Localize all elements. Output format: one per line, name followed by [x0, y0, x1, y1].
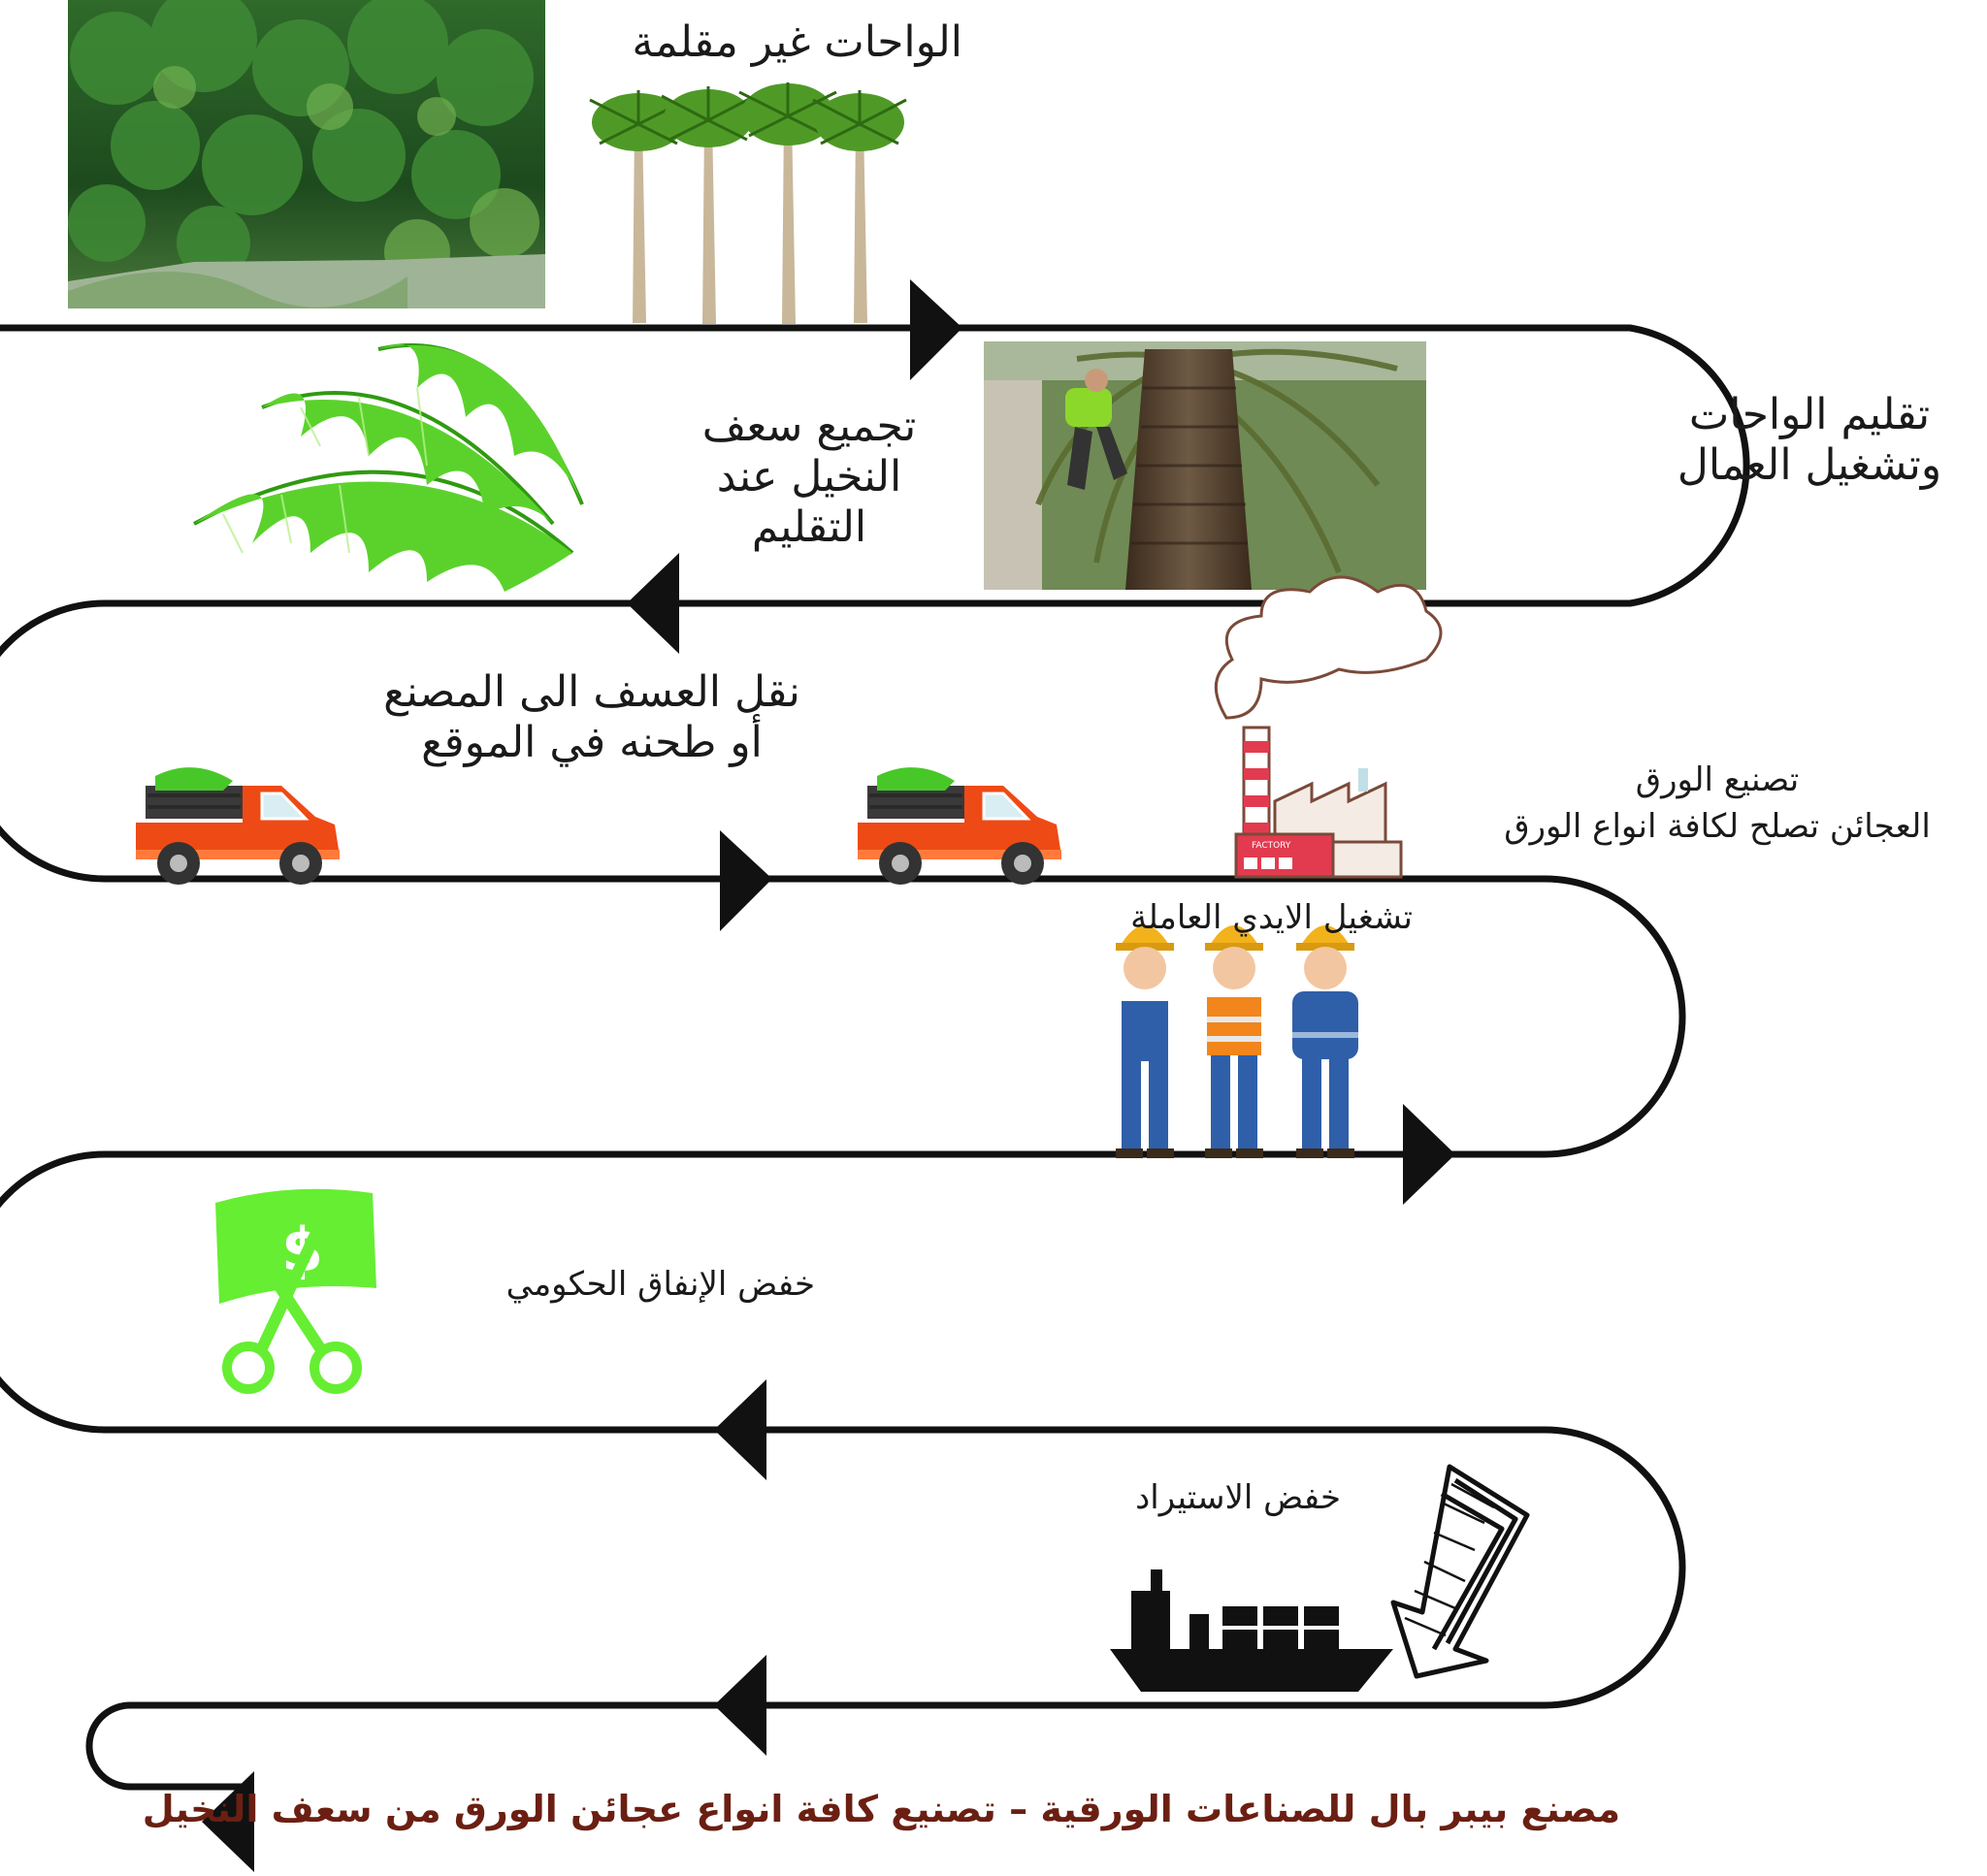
step-transport: نقل العسف الى المصنع أو طحنه في الموقع [320, 667, 863, 768]
truck-icon [858, 767, 1061, 885]
step-labor-text: تشغيل الايدي العاملة [1130, 898, 1413, 937]
ship-icon [1110, 1569, 1393, 1692]
step-untrimmed-oases: الواحات غير مقلمة [555, 17, 962, 68]
step-pruning-line2: وتشغيل العمال [1677, 440, 1942, 490]
footer-caption-text: مصنع بيبر بال للصناعات الورقية – تصنيع ك… [142, 1788, 1620, 1830]
arrow-right-1 [910, 279, 962, 380]
palm-climber-photo [984, 341, 1426, 590]
step-transport-line1: نقل العسف الى المصنع [383, 667, 800, 717]
step-transport-line2: أو طحنه في الموقع [421, 718, 763, 767]
step-collect-fronds-line1: تجميع سعف [701, 402, 917, 451]
truck-icon [136, 767, 340, 885]
step-collect-fronds-line3: التقليم [751, 502, 867, 552]
footer-caption: مصنع بيبر بال للصناعات الورقية – تصنيع ك… [142, 1785, 1620, 1833]
step-pruning-line1: تقليم الواحات [1688, 390, 1931, 439]
arrow-left-3 [714, 1655, 766, 1756]
down-arrow-icon [1390, 1464, 1530, 1679]
workers-icon [1114, 925, 1358, 1158]
step-collect-fronds: تجميع سعف النخيل عند التقليم [664, 402, 955, 553]
arrow-left-1 [627, 553, 679, 654]
svg-text:FACTORY: FACTORY [1252, 841, 1291, 851]
arrow-left-2 [714, 1379, 766, 1480]
step-imports-text: خفض الاستيراد [1135, 1478, 1341, 1517]
step-paper-making-line2: العجائن تصلح لكافة انواع الورق [1504, 807, 1931, 846]
oasis-photo [68, 0, 545, 308]
palm-leaves-icon [193, 343, 584, 592]
factory-icon: FACTORY [1214, 575, 1443, 879]
arrow-left-4 [202, 1771, 254, 1872]
arrow-right-3 [1403, 1104, 1455, 1205]
step-pruning: تقليم الواحات وتشغيل العمال [1640, 390, 1979, 491]
step-untrimmed-oases-text: الواحات غير مقلمة [632, 17, 962, 67]
palm-trees-icon [589, 82, 907, 324]
step-labor: تشغيل الايدي العاملة [1028, 894, 1413, 941]
money-cut-icon: $ [215, 1188, 376, 1394]
step-gov-spending: خفض الإنفاق الحكومي [407, 1261, 815, 1308]
step-imports: خفض الاستيراد [1067, 1474, 1341, 1521]
step-paper-making-line1: تصنيع الورق [1635, 760, 1800, 799]
step-collect-fronds-line2: النخيل عند [716, 452, 902, 501]
step-gov-spending-text: خفض الإنفاق الحكومي [505, 1265, 815, 1304]
arrow-right-2 [720, 830, 772, 931]
step-paper-making: تصنيع الورق العجائن تصلح لكافة انواع الو… [1455, 757, 1979, 850]
